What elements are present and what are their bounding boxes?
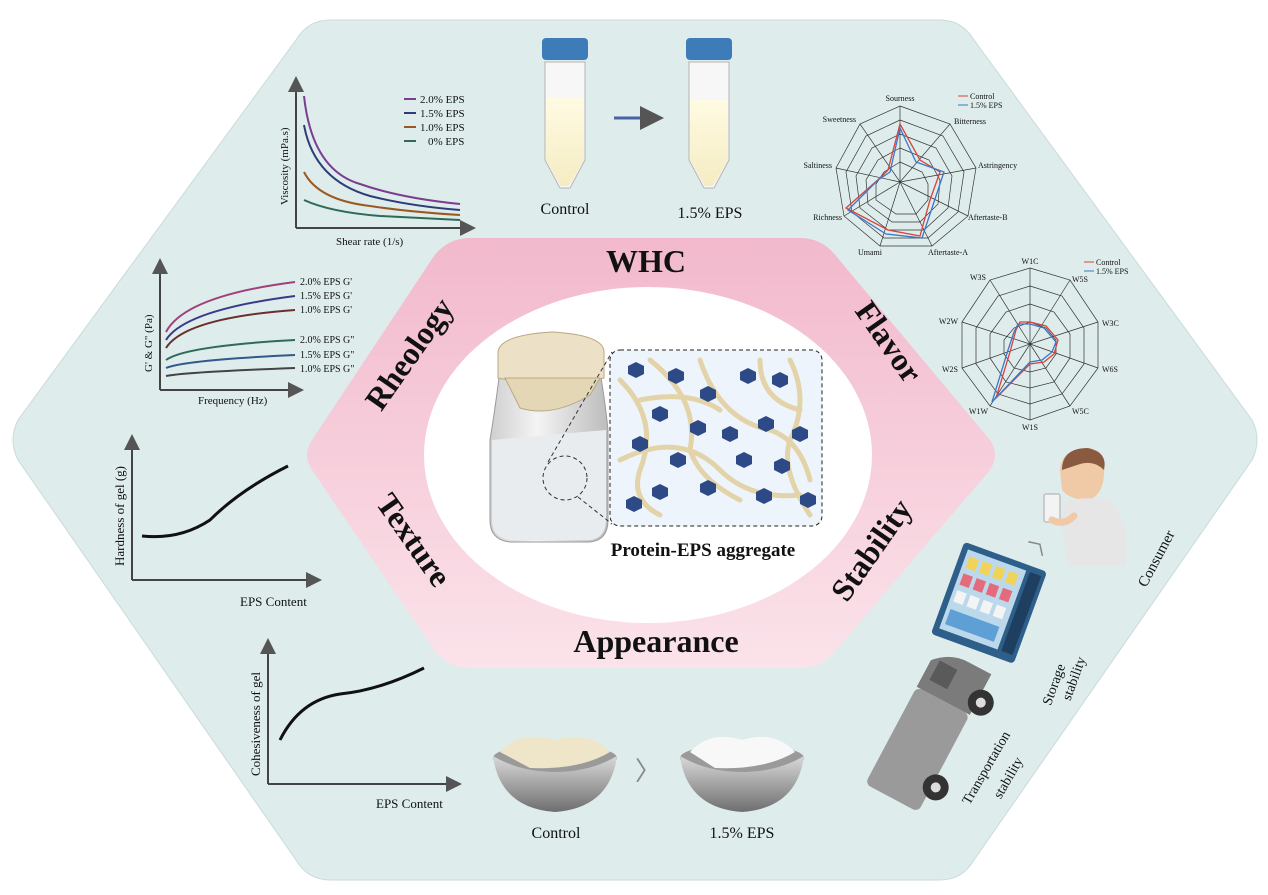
bowl-right-label: 1.5% EPS: [710, 825, 775, 842]
radar-enose-axis: W1W: [969, 407, 989, 416]
modulus-label: 1.0% EPS G": [300, 364, 354, 375]
radar-taste-axis: Bitterness: [954, 117, 986, 126]
hardness-ylabel: Hardness of gel (g): [112, 466, 127, 566]
radar-enose: W1C W5S W3C W6S W5C W1S W1W W2S W2W W3S …: [939, 257, 1129, 432]
aggregate-label: Protein-EPS aggregate: [611, 540, 796, 561]
radar-taste-axis: Umami: [858, 248, 883, 257]
zoom-circle: [542, 455, 588, 501]
tube-eps: [686, 38, 732, 189]
radar-taste-axis: Saltiness: [804, 161, 832, 170]
modulus-label: 2.0% EPS G": [300, 335, 354, 346]
viscosity-chart: Viscosity (mPa.s) Shear rate (1/s) 2.0% …: [279, 76, 476, 248]
radar-enose-axis: W3S: [970, 273, 986, 282]
radar-taste-legend: 1.5% EPS: [970, 101, 1002, 110]
hardness-curve: [141, 464, 289, 539]
radar-taste-axis: Aftertaste-B: [968, 213, 1008, 222]
radar-taste-axis: Sourness: [886, 94, 915, 103]
viscosity-curve-1.0: [303, 171, 461, 216]
modulus-ylabel: G' & G" (Pa): [143, 314, 155, 372]
radar-taste-axis: Sweetness: [823, 115, 856, 124]
tube-left-label: Control: [541, 201, 590, 218]
radar-taste-axis: Richness: [813, 213, 842, 222]
hardness-xlabel: EPS Content: [240, 594, 307, 609]
label-appearance: Appearance: [573, 623, 738, 659]
bowl-chevron: 〉: [635, 757, 661, 787]
modulus-label: 1.5% EPS G': [300, 291, 352, 302]
cohesiveness-chart: Cohesiveness of gel EPS Content: [248, 638, 462, 811]
viscosity-curve-0: [303, 199, 461, 221]
viscosity-ylabel: Viscosity (mPa.s): [279, 127, 291, 205]
radar-enose-axis: W3C: [1102, 319, 1119, 328]
radar-enose-axis: W2S: [942, 365, 958, 374]
modulus-label: 1.5% EPS G": [300, 350, 354, 361]
radar-enose-axis: W5C: [1072, 407, 1089, 416]
cohesiveness-ylabel: Cohesiveness of gel: [248, 672, 263, 776]
modulus-label: 1.0% EPS G': [300, 305, 352, 316]
modulus-chart: 2.0% EPS G' 1.5% EPS G' 1.0% EPS G' 2.0%…: [143, 258, 354, 407]
hardness-chart: Hardness of gel (g) EPS Content: [112, 434, 322, 609]
bowl-eps: [680, 736, 804, 812]
radar-enose-legend: Control: [1096, 258, 1121, 267]
radar-enose-axis: W6S: [1102, 365, 1118, 374]
tube-right-label: 1.5% EPS: [678, 205, 743, 222]
radar-enose-axis: W1C: [1022, 257, 1039, 266]
cohesiveness-curve: [278, 666, 425, 741]
radar-enose-axis: W2W: [939, 317, 959, 326]
radar-taste-axis: Aftertaste-A: [928, 248, 968, 257]
viscosity-legend-item: 0% EPS: [428, 136, 464, 148]
radar-taste-axis: Astringency: [978, 161, 1017, 170]
viscosity-legend-item: 1.0% EPS: [420, 122, 465, 134]
modulus-xlabel: Frequency (Hz): [198, 395, 268, 407]
consumer-figure: [1043, 448, 1127, 566]
viscosity-legend: 2.0% EPS 1.5% EPS 1.0% EPS 0% EPS: [404, 94, 465, 148]
radar-enose-axis: W1S: [1022, 423, 1038, 432]
viscosity-curve-1.5: [303, 124, 461, 211]
modulus-label: 2.0% EPS G': [300, 277, 352, 288]
viscosity-legend-item: 2.0% EPS: [420, 94, 465, 106]
radar-enose-axis: W5S: [1072, 275, 1088, 284]
milk-jar: [489, 331, 613, 543]
label-whc: WHC: [606, 243, 686, 279]
storage-fridge: [931, 542, 1046, 663]
tube-control: [542, 38, 588, 189]
cohesiveness-xlabel: EPS Content: [376, 796, 443, 811]
radar-taste: Sourness Bitterness Astringency Aftertas…: [804, 92, 1018, 257]
viscosity-xlabel: Shear rate (1/s): [336, 236, 404, 248]
viscosity-curve-2.0: [303, 95, 461, 205]
bowl-control: [493, 736, 617, 812]
radar-enose-legend: 1.5% EPS: [1096, 267, 1128, 276]
bowl-left-label: Control: [532, 825, 581, 842]
transport-truck: [867, 656, 994, 810]
aggregate-diagram: Protein-EPS aggregate: [609, 349, 823, 561]
radar-taste-legend: Control: [970, 92, 995, 101]
viscosity-legend-item: 1.5% EPS: [420, 108, 465, 120]
